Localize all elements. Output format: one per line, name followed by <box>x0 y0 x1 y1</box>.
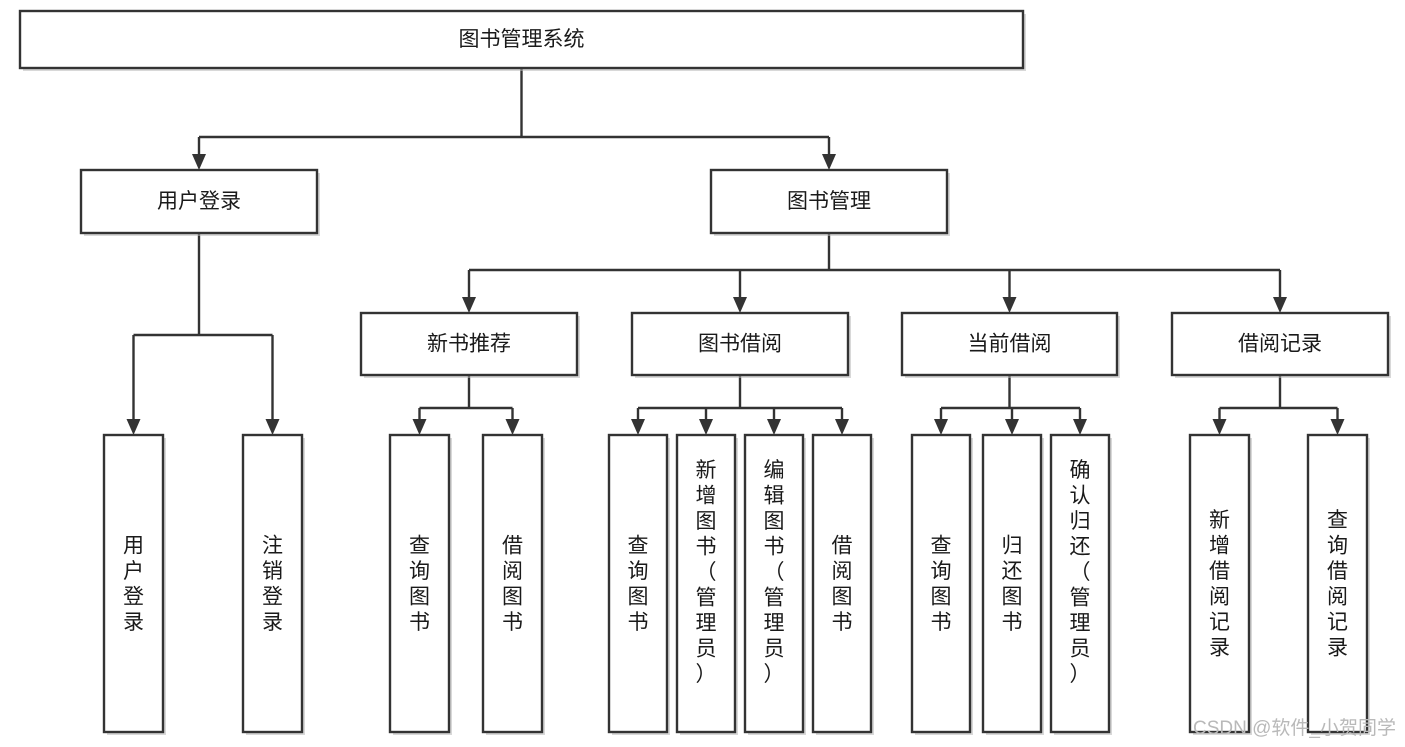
node-box[interactable] <box>241 433 304 734</box>
arrow-head-icon <box>822 154 836 170</box>
node-box[interactable] <box>79 168 319 235</box>
node-box[interactable] <box>388 433 451 734</box>
node-label: 借阅记录 <box>1238 333 1322 356</box>
node-edit-book-admin[interactable]: 编辑图书（管理员） <box>743 433 806 735</box>
node-box[interactable] <box>359 311 579 377</box>
node-label: 图书借阅 <box>698 333 782 356</box>
arrow-head-icon <box>835 419 849 435</box>
node-query-borrow-record[interactable]: 查询借阅记录 <box>1306 433 1370 735</box>
node-borrow-record[interactable]: 借阅记录 <box>1170 311 1391 378</box>
node-box[interactable] <box>1170 311 1390 377</box>
node-label: 编辑图书（管理员） <box>764 459 785 686</box>
node-new-book-recommend[interactable]: 新书推荐 <box>359 311 580 378</box>
arrow-head-icon <box>1330 419 1345 435</box>
node-book-borrow[interactable]: 图书借阅 <box>630 311 851 378</box>
node-box[interactable] <box>910 433 972 734</box>
node-borrow-book-2[interactable]: 借阅图书 <box>811 433 874 735</box>
arrow-head-icon <box>192 154 206 170</box>
node-add-borrow-record[interactable]: 新增借阅记录 <box>1188 433 1252 735</box>
node-label: 新增借阅记录 <box>1209 509 1230 660</box>
node-layer: 图书管理系统用户登录用户登录注销登录图书管理新书推荐查询图书借阅图书图书借阅查询… <box>18 9 1391 735</box>
arrow-head-icon <box>1005 419 1019 435</box>
arrow-head-icon <box>505 419 520 435</box>
node-box[interactable] <box>743 433 805 734</box>
arrow-head-icon <box>699 419 713 435</box>
node-user-logout[interactable]: 注销登录 <box>241 433 305 735</box>
node-label: 查询借阅记录 <box>1327 509 1348 660</box>
node-label: 图书管理 <box>787 190 871 213</box>
node-label: 借阅图书 <box>502 534 523 634</box>
node-label: 注销登录 <box>262 534 283 634</box>
node-user-login-do[interactable]: 用户登录 <box>102 433 166 735</box>
arrow-head-icon <box>767 419 781 435</box>
node-label: 查询图书 <box>628 534 649 634</box>
node-label: 当前借阅 <box>968 333 1052 356</box>
node-query-book-2[interactable]: 查询图书 <box>607 433 670 735</box>
node-label: 查询图书 <box>931 534 952 634</box>
node-label: 查询图书 <box>409 534 430 634</box>
node-box[interactable] <box>1049 433 1111 734</box>
arrow-head-icon <box>462 297 476 313</box>
node-box[interactable] <box>811 433 873 734</box>
node-box[interactable] <box>1188 433 1251 734</box>
node-label: 图书管理系统 <box>459 28 585 51</box>
node-label: 借阅图书 <box>832 534 853 634</box>
arrow-head-icon <box>412 419 427 435</box>
arrow-head-icon <box>733 297 747 313</box>
node-label: 用户登录 <box>157 190 241 213</box>
arrow-head-icon <box>265 419 280 435</box>
node-label: 用户登录 <box>123 534 144 634</box>
arrow-head-icon <box>1073 419 1087 435</box>
node-box[interactable] <box>675 433 737 734</box>
node-add-book-admin[interactable]: 新增图书（管理员） <box>675 433 738 735</box>
node-box[interactable] <box>1306 433 1369 734</box>
node-label: 归还图书 <box>1002 534 1023 634</box>
csdn-watermark: CSDN @软件_小贺同学 <box>1193 717 1396 739</box>
arrow-head-icon <box>1002 297 1017 313</box>
node-box[interactable] <box>481 433 544 734</box>
node-return-book[interactable]: 归还图书 <box>981 433 1044 735</box>
arrow-head-icon <box>934 419 948 435</box>
arrow-head-icon <box>1273 297 1287 313</box>
node-query-book-3[interactable]: 查询图书 <box>910 433 973 735</box>
node-query-book-1[interactable]: 查询图书 <box>388 433 452 735</box>
node-current-borrow[interactable]: 当前借阅 <box>900 311 1120 378</box>
node-box[interactable] <box>102 433 165 734</box>
node-book-manage[interactable]: 图书管理 <box>709 168 950 236</box>
node-box[interactable] <box>607 433 669 734</box>
node-box[interactable] <box>900 311 1119 377</box>
node-label: 新书推荐 <box>427 333 511 356</box>
node-label: 新增图书（管理员） <box>696 459 717 686</box>
arrow-head-icon <box>1212 419 1227 435</box>
arrow-head-icon <box>126 419 141 435</box>
node-box[interactable] <box>18 9 1025 70</box>
node-label: 确认归还（管理员） <box>1070 459 1091 686</box>
connector-layer <box>126 68 1345 435</box>
arrow-head-icon <box>631 419 645 435</box>
node-box[interactable] <box>981 433 1043 734</box>
node-root[interactable]: 图书管理系统 <box>18 9 1026 71</box>
node-box[interactable] <box>630 311 850 377</box>
node-borrow-book-1[interactable]: 借阅图书 <box>481 433 545 735</box>
node-confirm-return-admin[interactable]: 确认归还（管理员） <box>1049 433 1112 735</box>
node-user-login[interactable]: 用户登录 <box>79 168 320 236</box>
node-box[interactable] <box>709 168 949 235</box>
